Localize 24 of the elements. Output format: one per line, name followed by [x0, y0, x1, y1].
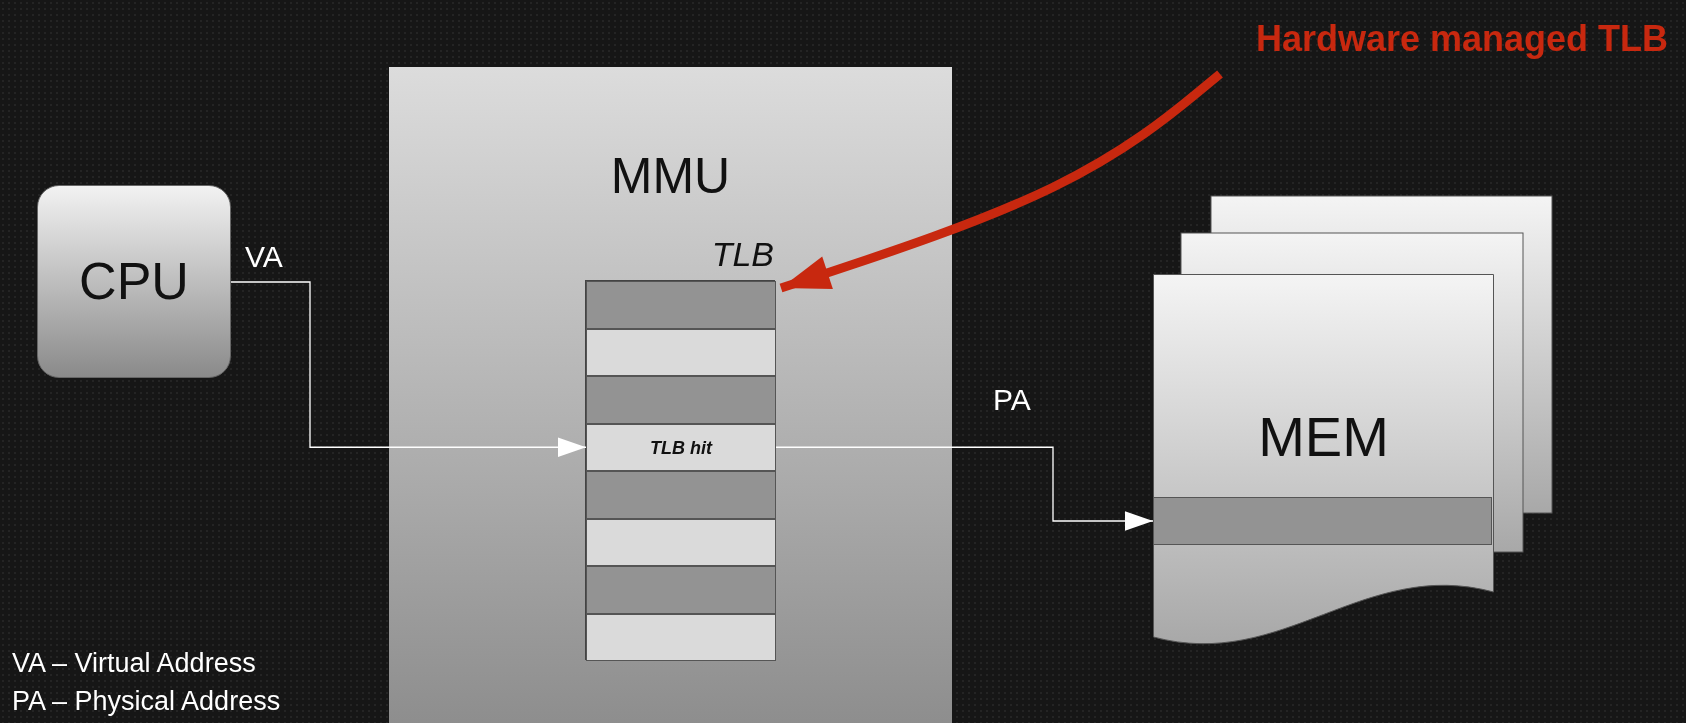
- legend-note: VA – Virtual Address: [12, 648, 256, 679]
- row-label: TLB hit: [649, 437, 714, 459]
- table-row: [586, 518, 776, 566]
- mmu-box: [389, 67, 952, 723]
- callout-title: Hardware managed TLB: [1255, 18, 1668, 60]
- table-row: [586, 423, 776, 471]
- table-row: [586, 281, 776, 329]
- table-row: [586, 328, 776, 376]
- legend-note: PA – Physical Address: [12, 686, 281, 717]
- memory-row: [1153, 497, 1492, 545]
- edge-label: PA: [993, 383, 1031, 417]
- arrow: [779, 70, 1223, 293]
- arrow: [775, 446, 1154, 531]
- box-title: CPU: [78, 251, 190, 312]
- cpu-box: [37, 185, 231, 378]
- table-row: [586, 376, 776, 424]
- box-title: MEM: [1257, 404, 1390, 469]
- table-row: [586, 471, 776, 519]
- box-title: MMU: [609, 147, 732, 205]
- table-row: [586, 613, 776, 661]
- arrow: [230, 281, 587, 458]
- table-heading: TLB: [711, 235, 774, 274]
- table-row: [586, 566, 776, 614]
- edge-label: VA: [245, 240, 283, 274]
